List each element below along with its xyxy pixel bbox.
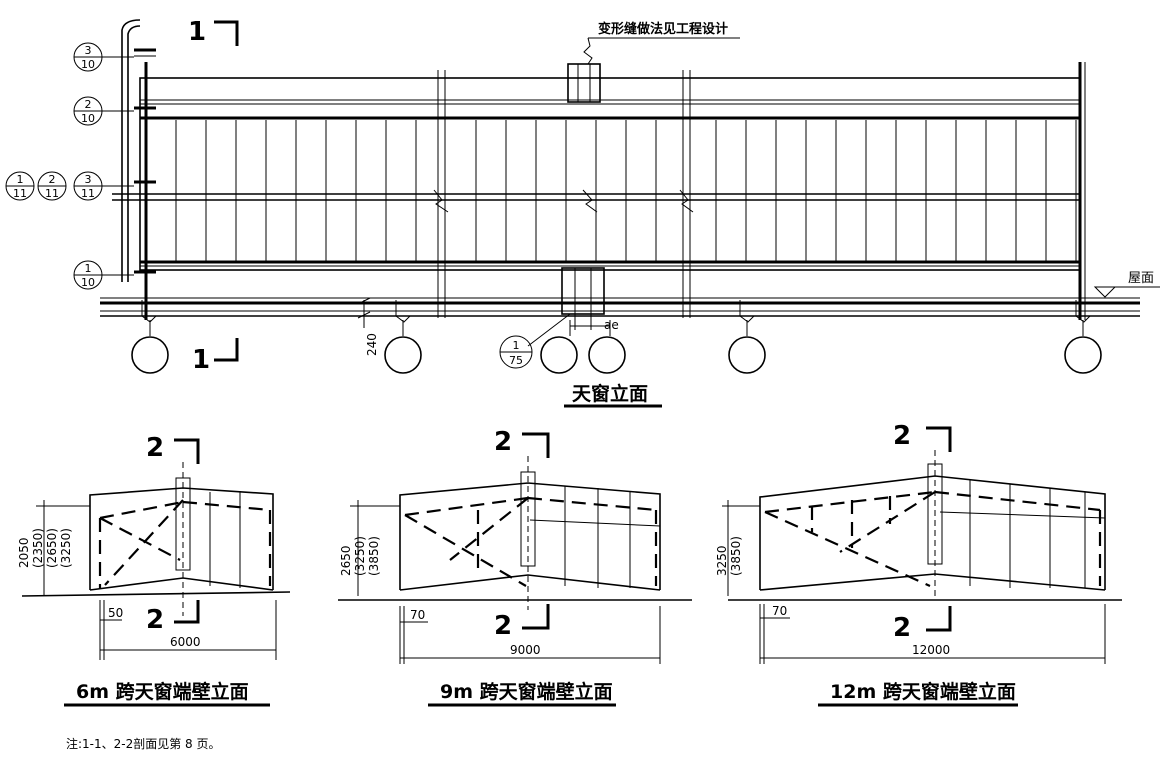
height-6m-0: 2050 [17,537,31,568]
end-wall-12m: 2 2 3250 (3850) 70 12000 12m 跨天窗端壁立面 [715,421,1122,707]
height-12m-0: 3250 [715,545,729,576]
roof-level-icon [1093,286,1117,298]
section-mark-6m-top: 2 [146,433,164,463]
height-9m-2: (3850) [367,536,381,576]
window-mullions [175,120,1077,262]
ref-1-10-den: 10 [81,276,95,289]
section-mark-bottom: 1 [192,345,210,375]
height-6m-3: (3250) [59,528,73,568]
footnote: 注:1-1、2-2剖面见第 8 页。 [66,736,221,751]
ref-3-11-den: 11 [81,187,95,200]
ref-2-11-num: 2 [49,173,56,186]
section-mark-9m-top: 2 [494,427,512,457]
ref-2-10-den: 10 [81,112,95,125]
section-mark-9m-bottom: 2 [494,611,512,641]
ref-1-11-num: 1 [17,173,24,186]
section-mark-top: 1 [188,17,206,47]
end-wall-9m: 2 2 2650 (3250) (3850) 70 9000 9m 跨天窗端壁立… [338,427,692,707]
title-6m: 6m 跨天窗端壁立面 [76,680,249,703]
height-9m-0: 2650 [339,545,353,576]
skylight-frame [139,77,1081,271]
ref-1-75-num: 1 [513,339,520,352]
height-12m-1: (3850) [729,536,743,576]
height-6m-1: (2350) [31,528,45,568]
offset-9m: 70 [410,608,425,622]
section-mark-12m-bottom: 2 [893,613,911,643]
ref-3-11-num: 3 [85,173,92,186]
title-12m: 12m 跨天窗端壁立面 [830,680,1016,703]
ref-1-75-den: 75 [509,354,523,367]
expansion-joint-bottom [561,267,605,315]
offset-6m: 50 [108,606,123,620]
height-9m-1: (3250) [353,536,367,576]
ref-2-11-den: 11 [45,187,59,200]
section-mark-12m-top: 2 [893,421,911,451]
ref-3-10-den: 10 [81,58,95,71]
title-9m: 9m 跨天窗端壁立面 [440,680,613,703]
ae-label: ae [604,318,619,332]
left-drain-pipe [121,19,141,282]
section-mark-6m-bottom: 2 [146,605,164,635]
offset-12m: 70 [772,604,787,618]
ref-1-11-den: 11 [13,187,27,200]
roof-label: 屋面 [1128,271,1154,286]
dim-240: 240 [365,333,379,356]
axis-circles [131,336,1102,374]
end-wall-6m: 2 2 2050 (2350) (2650) (3250) 50 6000 6m… [17,433,291,707]
height-6m-2: (2650) [45,528,59,568]
span-6m: 6000 [170,635,201,649]
ref-2-10-num: 2 [85,98,92,111]
ref-1-10-num: 1 [85,262,92,275]
skylight-elevation: ae 240 屋面 变形缝做法见工程设计 1 1 3 10 [5,17,1160,408]
ref-3-10-num: 3 [85,44,92,57]
top-elevation-title: 天窗立面 [572,382,648,405]
joint-callout: 变形缝做法见工程设计 [598,21,728,37]
span-9m: 9000 [510,643,541,657]
span-12m: 12000 [912,643,950,657]
expansion-joint-top [567,63,601,103]
